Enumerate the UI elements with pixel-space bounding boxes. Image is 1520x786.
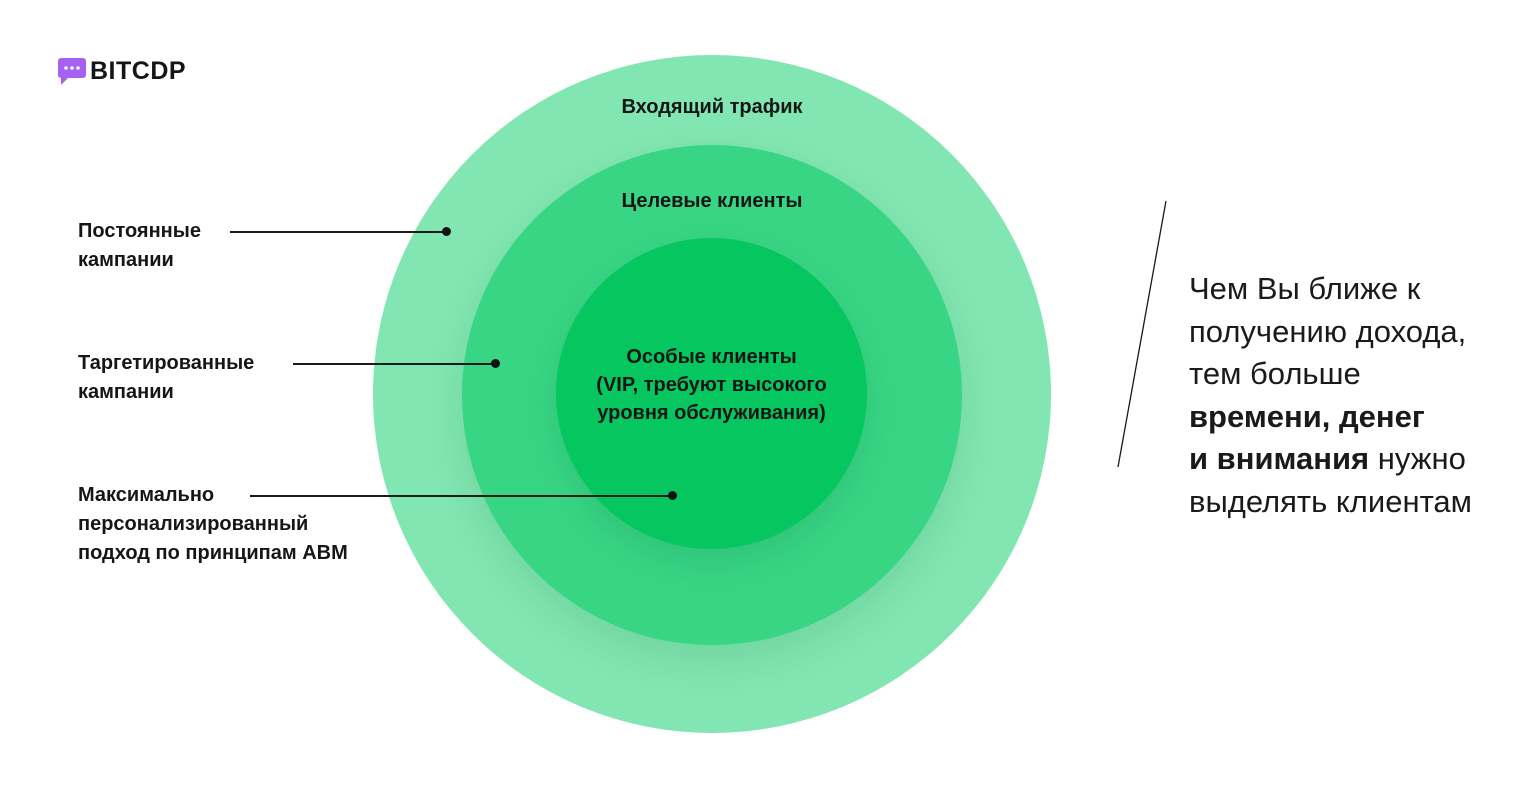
statement-emphasis: и внимания: [1189, 441, 1370, 476]
inner-circle-label-line: уровня обслуживания): [597, 402, 826, 424]
callout-line: кампании: [78, 249, 174, 271]
leader-line-constant-campaigns: [230, 231, 445, 233]
logo-text: BITCDP: [90, 56, 187, 85]
callout-line: Таргетированные: [78, 352, 255, 374]
middle-circle-label: Целевые клиенты: [621, 190, 803, 212]
callout-constant-campaigns: Постоянные кампании: [78, 217, 201, 275]
inner-circle-label: Особые клиенты (VIP, требуют высокого ур…: [556, 343, 867, 427]
inner-circle-special-clients: [556, 238, 867, 549]
callout-line: кампании: [78, 381, 174, 403]
statement-text: нужно: [1369, 441, 1466, 476]
statement-line: выделять клиентам: [1189, 483, 1472, 519]
slash-divider: [1117, 200, 1167, 468]
statement-line-mixed: и внимания нужно: [1189, 438, 1472, 481]
callout-line: подход по принципам ABM: [78, 542, 348, 564]
callout-line: Максимально: [78, 484, 215, 506]
outer-circle-label: Входящий трафик: [621, 96, 803, 118]
statement-line: Чем Вы ближе к: [1189, 271, 1421, 306]
statement-line: получению дохода,: [1189, 313, 1467, 349]
leader-dot-outer-ring: [442, 227, 451, 236]
statement-line: тем больше: [1189, 356, 1361, 391]
statement-line-bold: времени, денег: [1189, 396, 1472, 439]
inner-circle-label-line: Особые клиенты: [626, 346, 797, 368]
statement-emphasis: времени, денег: [1189, 398, 1425, 434]
leader-line-personalized-abm: [250, 495, 672, 497]
callout-targeted-campaigns: Таргетированные кампании: [78, 349, 254, 407]
inner-circle-label-line: (VIP, требуют высокого: [596, 374, 827, 396]
callout-personalized-abm: Максимально персонализированный подход п…: [78, 481, 348, 568]
chat-bubble-icon: [58, 58, 86, 85]
logo: BITCDP: [58, 56, 186, 86]
callout-line: Постоянные: [78, 220, 201, 242]
callout-line: персонализированный: [78, 513, 309, 535]
key-statement: Чем Вы ближе к получению дохода, тем бол…: [1189, 268, 1472, 523]
leader-dot-middle-ring: [491, 359, 500, 368]
leader-line-targeted-campaigns: [293, 363, 495, 365]
leader-dot-inner-circle: [668, 491, 677, 500]
